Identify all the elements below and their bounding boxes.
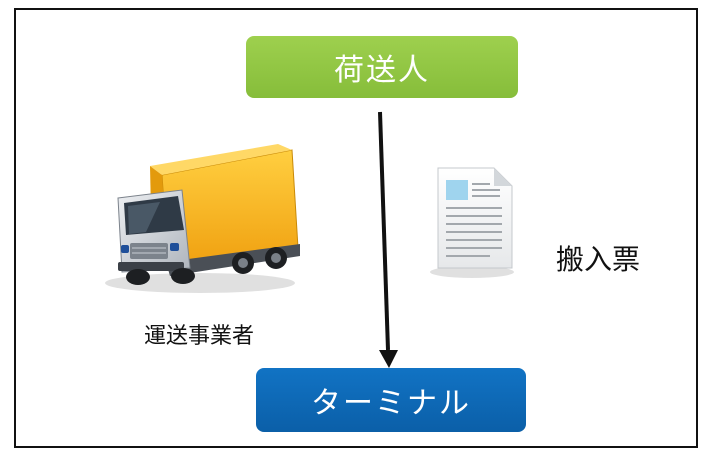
document-icon [430,167,514,278]
truck-icon [105,144,300,293]
document-label: 搬入票 [556,243,641,276]
down-arrow-icon [378,111,398,368]
carrier-label: 運送事業者 [144,324,255,349]
terminal-box: ターミナル [256,368,526,432]
shipper-box: 荷送人 [246,36,518,98]
